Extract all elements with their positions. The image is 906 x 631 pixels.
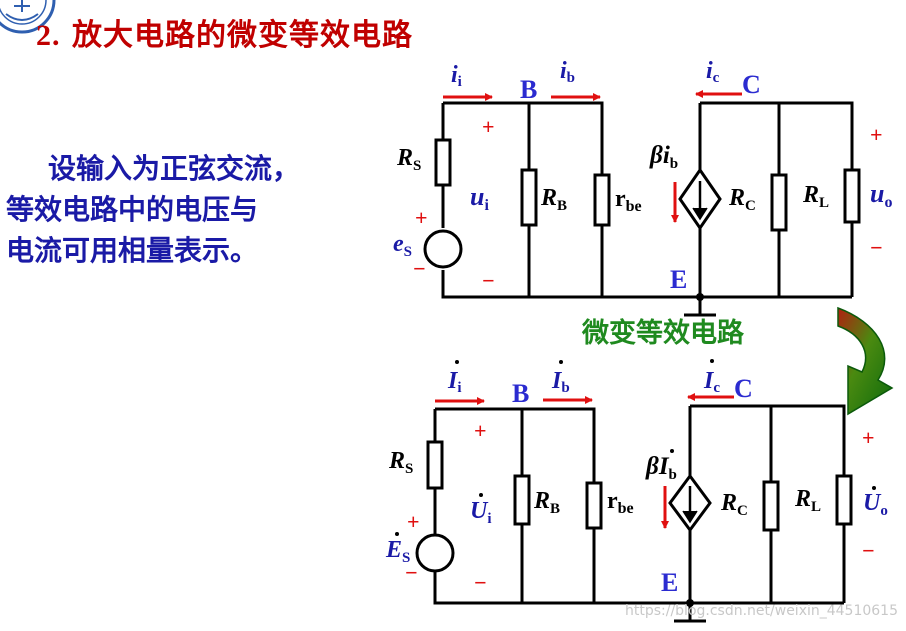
lower-label-ii: Ii (447, 368, 462, 396)
upper-label-ui: ui (470, 182, 489, 214)
upper-voltage-source (423, 229, 463, 269)
lower-resistor-rb (513, 474, 531, 526)
lower-label-rs: RS (388, 448, 413, 477)
intro-line-1: 设输入为正弦交流， (48, 152, 301, 185)
lower-minus-es: − (405, 560, 418, 585)
upper-label-es: eS (393, 231, 412, 260)
lower-label-rc: RC (720, 490, 748, 519)
upper-label-uo: uo (870, 179, 892, 211)
lower-resistor-rs (426, 440, 444, 490)
lower-plus-uo: + (862, 425, 875, 450)
lower-node-e (686, 599, 694, 607)
intro-line-3: 电流可用相量表示。 (6, 234, 259, 267)
intro-line-2: 等效电路中的电压与 (6, 193, 259, 226)
title-text: 放大电路的微变等效电路 (71, 18, 413, 53)
upper-minus-ui: − (482, 268, 495, 293)
upper-current-arrows (443, 90, 742, 223)
lower-label-ib: Ib (551, 368, 570, 396)
upper-label-ib: ib (560, 58, 575, 86)
transition-arrow (837, 306, 894, 416)
arrow-label: 微变等效电路 (581, 317, 745, 349)
lower-label-source: βIb (645, 453, 677, 483)
upper-resistor-rs (434, 138, 452, 187)
lower-wire-right (688, 404, 846, 603)
lower-label-ui: Ui (470, 498, 492, 527)
upper-plus-es: + (415, 205, 428, 230)
lower-current-arrows (435, 393, 734, 529)
upper-resistor-rb (520, 168, 538, 227)
upper-plus-uo: + (870, 122, 883, 147)
upper-resistor-rl (843, 168, 861, 224)
lower-node-c-label: C (734, 374, 753, 403)
lower-node-b-label: B (512, 379, 529, 408)
upper-label-source: βib (649, 142, 678, 172)
lower-resistor-rl (835, 474, 853, 526)
lower-minus-ui: − (474, 570, 487, 595)
intro-text: 设输入为正弦交流， 等效电路中的电压与 电流可用相量表示。 (6, 148, 376, 271)
upper-label-ii: ii (451, 62, 462, 90)
upper-node-e (696, 293, 704, 301)
title-number: 2. (36, 19, 61, 52)
phasor-dots (395, 359, 876, 536)
lower-resistor-rbe (585, 481, 603, 530)
university-logo (0, 0, 56, 34)
lower-resistor-rc (762, 480, 780, 532)
lower-minus-uo: − (862, 538, 875, 563)
upper-node-e-label: E (670, 265, 687, 294)
lower-labels: Ii Ib Ic B C E RS RB rbe RC RL Ui Uo ES … (385, 359, 888, 597)
upper-minus-uo: − (870, 235, 883, 260)
upper-wire-top-left (441, 101, 852, 299)
upper-label-rc: RC (728, 185, 756, 214)
upper-wire-top-right (698, 101, 854, 297)
lower-label-rbe: rbe (607, 488, 634, 517)
upper-node-c-label: C (742, 70, 761, 99)
upper-plus-ui: + (482, 114, 495, 139)
upper-label-rs: RS (396, 145, 421, 174)
lower-label-rl: RL (794, 486, 821, 515)
lower-label-es: ES (385, 537, 410, 566)
lower-wire-left (433, 407, 844, 605)
upper-resistor-rc (770, 173, 788, 232)
upper-minus-es: − (413, 256, 426, 281)
upper-labels: ii ib ic B C E RS RB rbe RC RL ui uo eS … (393, 58, 892, 294)
lower-plus-ui: + (474, 418, 487, 443)
lower-label-uo: Uo (863, 490, 888, 519)
lower-label-ic: Ic (703, 368, 720, 396)
page-title: 2. 放大电路的微变等效电路 (36, 10, 413, 54)
lower-voltage-source (415, 533, 455, 573)
lower-circuit (415, 404, 853, 623)
upper-label-rb: RB (540, 185, 567, 214)
lower-label-rb: RB (533, 488, 560, 517)
upper-label-rbe: rbe (615, 186, 642, 215)
watermark: https://blog.csdn.net/weixin_44510615 (624, 603, 898, 619)
upper-label-ic: ic (706, 58, 720, 86)
upper-circuit (423, 101, 861, 317)
upper-resistor-rbe (593, 173, 611, 227)
lower-node-e-label: E (661, 568, 678, 597)
upper-label-rl: RL (802, 182, 829, 211)
upper-node-b-label: B (520, 75, 537, 104)
lower-plus-es: + (407, 509, 420, 534)
